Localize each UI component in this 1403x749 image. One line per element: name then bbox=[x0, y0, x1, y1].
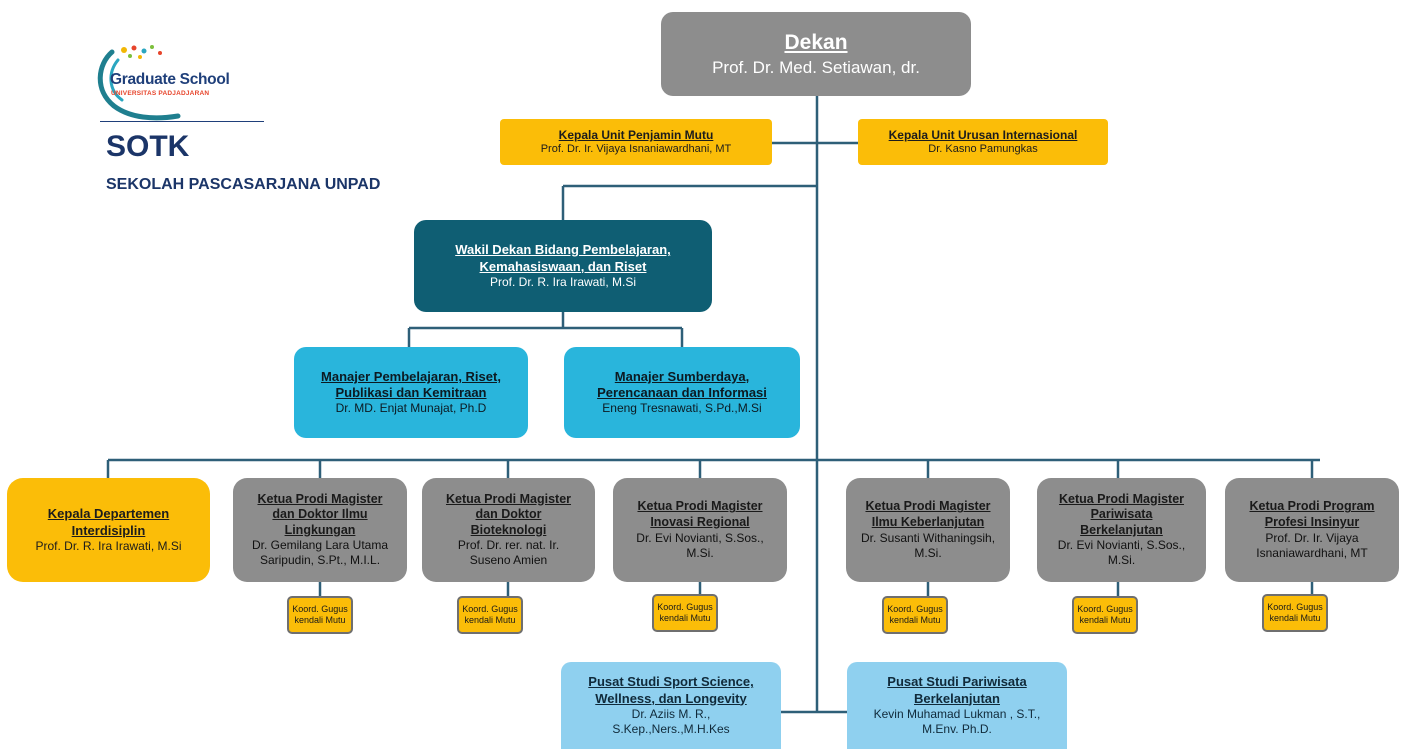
wakil-name: Prof. Dr. R. Ira Irawati, M.Si bbox=[489, 274, 637, 289]
dept-title-line1: Kepala Departemen bbox=[47, 506, 170, 522]
koord-line2: kendali Mutu bbox=[1079, 615, 1131, 625]
prodi-title-line2: Pariwisata bbox=[1090, 507, 1153, 522]
prodi-bioteknologi-box: Ketua Prodi Magister dan Doktor Biotekno… bbox=[422, 478, 595, 582]
pusat-title-line2: Berkelanjutan bbox=[914, 690, 1000, 706]
koord-line1: Koord. Gugus bbox=[657, 601, 713, 612]
prodi-title-line2: Inovasi Regional bbox=[650, 515, 750, 529]
pusat-name-line2: M.Env. Ph.D. bbox=[922, 721, 992, 736]
prodi-name-line2: Saripudin, S.Pt., M.I.L. bbox=[259, 553, 381, 568]
unit-name: Dr. Kasno Pamungkas bbox=[928, 142, 1038, 155]
manager-title-line1: Manajer Pembelajaran, Riset, bbox=[321, 368, 501, 384]
prodi-inovasi-regional-box: Ketua Prodi Magister Inovasi Regional Dr… bbox=[613, 478, 787, 582]
header-divider bbox=[100, 121, 264, 122]
prodi-title-line1: Ketua Prodi Magister bbox=[865, 499, 991, 514]
koord-line2: kendali Mutu bbox=[889, 615, 941, 625]
page-title: SOTK bbox=[106, 130, 190, 163]
prodi-title-line1: Ketua Prodi Magister bbox=[1058, 491, 1185, 506]
prodi-name-line1: Prof. Dr. Ir. Vijaya bbox=[1265, 530, 1359, 545]
dekan-name: Prof. Dr. Med. Setiawan, dr. bbox=[712, 57, 920, 77]
kepala-departemen-box: Kepala Departemen Interdisiplin Prof. Dr… bbox=[7, 478, 210, 582]
page-subtitle: SEKOLAH PASCASARJANA UNPAD bbox=[106, 176, 381, 193]
wakil-title-line2: Kemahasiswaan, dan Riset bbox=[479, 258, 647, 274]
prodi-name-line2: Isnaniawardhani, MT bbox=[1256, 545, 1368, 560]
unit-name: Prof. Dr. Ir. Vijaya Isnaniawardhani, MT bbox=[540, 142, 732, 155]
prodi-name-line1: Dr. Evi Novianti, S.Sos., bbox=[636, 530, 764, 545]
prodi-title-line2: Ilmu Keberlanjutan bbox=[871, 515, 985, 529]
koord-line1: Koord. Gugus bbox=[1077, 603, 1133, 614]
pusat-name-line2: S.Kep.,Ners.,M.H.Kes bbox=[612, 721, 730, 736]
prodi-name-line1: Dr. Susanti Withaningsih, bbox=[860, 530, 996, 545]
prodi-profesi-insinyur-box: Ketua Prodi Program Profesi Insinyur Pro… bbox=[1225, 478, 1399, 582]
koord-line1: Koord. Gugus bbox=[462, 603, 518, 614]
dekan-title: Dekan bbox=[784, 31, 848, 55]
pusat-name-line1: Kevin Muhamad Lukman , S.T., bbox=[873, 706, 1041, 721]
wakil-dekan-box: Wakil Dekan Bidang Pembelajaran, Kemahas… bbox=[414, 220, 712, 312]
prodi-title-line2: Profesi Insinyur bbox=[1264, 515, 1360, 529]
prodi-title-line2: dan Doktor Ilmu bbox=[272, 507, 368, 522]
koord-line2: kendali Mutu bbox=[464, 615, 516, 625]
pusat-title-line1: Pusat Studi Sport Science, bbox=[588, 674, 754, 690]
prodi-name-line1: Prof. Dr. rer. nat. Ir. bbox=[457, 538, 560, 553]
prodi-name-line1: Dr. Gemilang Lara Utama bbox=[251, 538, 389, 553]
koord-line1: Koord. Gugus bbox=[1267, 601, 1323, 612]
manager-title-line2: Publikasi dan Kemitraan bbox=[335, 385, 487, 400]
dept-name: Prof. Dr. R. Ira Irawati, M.Si bbox=[35, 538, 182, 553]
prodi-pariwisata-box: Ketua Prodi Magister Pariwisata Berkelan… bbox=[1037, 478, 1206, 582]
manajer-sumberdaya-box: Manajer Sumberdaya, Perencanaan dan Info… bbox=[564, 347, 800, 438]
pusat-title-line2: Wellness, dan Longevity bbox=[595, 690, 747, 706]
logo-text: Graduate School bbox=[110, 71, 230, 88]
prodi-title-line3: Lingkungan bbox=[284, 522, 356, 537]
dept-title-line2: Interdisiplin bbox=[71, 522, 146, 538]
prodi-title-line3: Bioteknologi bbox=[470, 522, 547, 537]
pusat-studi-pariwisata-box: Pusat Studi Pariwisata Berkelanjutan Kev… bbox=[847, 662, 1067, 749]
graduate-school-logo bbox=[97, 45, 181, 121]
unit-title: Kepala Unit Penjamin Mutu bbox=[558, 127, 714, 142]
unit-title: Kepala Unit Urusan Internasional bbox=[888, 127, 1078, 142]
pusat-name-line1: Dr. Aziis M. R., bbox=[631, 706, 711, 721]
prodi-name-line2: Suseno Amien bbox=[469, 553, 548, 568]
unit-urusan-internasional-box: Kepala Unit Urusan Internasional Dr. Kas… bbox=[858, 119, 1108, 165]
koord-line2: kendali Mutu bbox=[1269, 613, 1321, 623]
prodi-title-line3: Berkelanjutan bbox=[1080, 522, 1163, 537]
prodi-title-line2: dan Doktor bbox=[475, 507, 542, 522]
prodi-ilmu-lingkungan-box: Ketua Prodi Magister dan Doktor Ilmu Lin… bbox=[233, 478, 407, 582]
wakil-title-line1: Wakil Dekan Bidang Pembelajaran, bbox=[455, 242, 671, 258]
pusat-title-line1: Pusat Studi Pariwisata bbox=[887, 674, 1027, 690]
manager-title-line2: Perencanaan dan Informasi bbox=[597, 385, 767, 400]
prodi-title-line1: Ketua Prodi Magister bbox=[257, 491, 383, 506]
manager-title-line1: Manajer Sumberdaya, bbox=[614, 368, 750, 384]
prodi-title-line1: Ketua Prodi Program bbox=[1249, 499, 1375, 514]
koord-line1: Koord. Gugus bbox=[292, 603, 348, 614]
manager-name: Eneng Tresnawati, S.Pd.,M.Si bbox=[602, 401, 762, 416]
prodi-title-line1: Ketua Prodi Magister bbox=[637, 499, 763, 514]
koord-line1: Koord. Gugus bbox=[887, 603, 943, 614]
manager-name: Dr. MD. Enjat Munajat, Ph.D bbox=[335, 401, 487, 416]
prodi-title-line1: Ketua Prodi Magister bbox=[445, 491, 572, 506]
prodi-name-line2: M.Si. bbox=[914, 545, 942, 560]
prodi-name-line1: Dr. Evi Novianti, S.Sos., bbox=[1057, 538, 1186, 553]
unit-penjamin-mutu-box: Kepala Unit Penjamin Mutu Prof. Dr. Ir. … bbox=[500, 119, 772, 165]
koord-line2: kendali Mutu bbox=[294, 615, 346, 625]
logo-subtext: UNIVERSITAS PADJADJARAN bbox=[111, 90, 210, 97]
dekan-box: Dekan Prof. Dr. Med. Setiawan, dr. bbox=[661, 12, 971, 96]
koord-line2: kendali Mutu bbox=[659, 613, 711, 623]
prodi-name-line2: M.Si. bbox=[686, 545, 714, 560]
prodi-name-line2: M.Si. bbox=[1107, 553, 1136, 568]
prodi-ilmu-keberlanjutan-box: Ketua Prodi Magister Ilmu Keberlanjutan … bbox=[846, 478, 1010, 582]
manajer-pembelajaran-box: Manajer Pembelajaran, Riset, Publikasi d… bbox=[294, 347, 528, 438]
pusat-studi-sport-box: Pusat Studi Sport Science, Wellness, dan… bbox=[561, 662, 781, 749]
